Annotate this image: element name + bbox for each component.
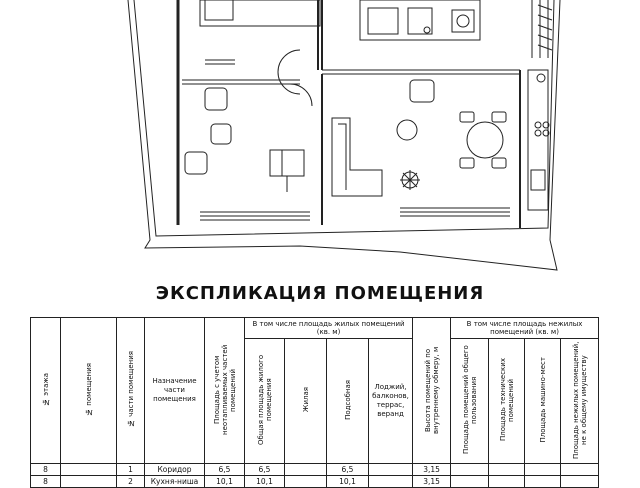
col-parking-header: Площадь машино-мест: [524, 338, 562, 464]
col-living-header: Жилая: [284, 338, 327, 464]
cell-total-with-nonheated: 6,5: [204, 463, 245, 476]
cell-common-use: [450, 475, 490, 488]
nonresidential-group-header: В том числе площадь нежилых помещений (к…: [450, 317, 600, 339]
cell-nonresidential-common: [560, 475, 600, 488]
cell-premise: [60, 475, 117, 488]
cell-nonresidential-common: [560, 463, 600, 476]
cell-living: [284, 475, 327, 488]
cell-loggias: [367, 463, 414, 476]
cell-part: 2: [116, 475, 145, 488]
col-premise-header: № помещения: [60, 317, 117, 464]
cell-loggias: [367, 475, 414, 488]
cell-technical: [488, 475, 526, 488]
cell-total-residential: 10,1: [244, 475, 285, 488]
cell-auxiliary: 6,5: [326, 463, 369, 476]
explication-heading: ЭКСПЛИКАЦИЯ ПОМЕЩЕНИЯ: [155, 283, 485, 304]
col-common-use-header: Площадь помещений общего пользования: [450, 338, 490, 464]
cell-total-with-nonheated: 10,1: [204, 475, 245, 488]
cell-part: 1: [116, 463, 145, 476]
cell-auxiliary: 10,1: [326, 475, 369, 488]
cell-purpose: Коридор: [144, 463, 205, 476]
explication-table: № этажа № помещения № части помещения На…: [30, 317, 600, 488]
col-total-with-nonheated-header: Площадь с учетом неотапливаемых частей п…: [204, 317, 245, 464]
col-loggias-header: Лоджий, балконов, террас, веранд: [367, 338, 414, 464]
col-part-header: № части помещения: [116, 317, 145, 464]
cell-living: [284, 463, 327, 476]
col-nonresidential-common-header: Площадь нежилых помещений, не к общему и…: [560, 338, 600, 464]
col-total-residential-header: Общая площадь жилого помещения: [244, 338, 285, 464]
col-auxiliary-header: Подсобная: [326, 338, 369, 464]
cell-parking: [524, 475, 562, 488]
residential-group-header: В том числе площадь жилых помещений (кв.…: [243, 317, 414, 339]
table-row: 8 1 Коридор 6,5 6,5 6,5 3,15: [30, 463, 600, 476]
cell-height: 3,15: [412, 475, 452, 488]
col-purpose-header: Назначение части помещения: [144, 317, 205, 464]
cell-total-residential: 6,5: [244, 463, 285, 476]
cell-purpose: Кухня-ниша: [144, 475, 205, 488]
cell-parking: [524, 463, 562, 476]
col-height-header: Высота помещений по внутреннему обмеру, …: [412, 317, 452, 464]
cell-height: 3,15: [412, 463, 452, 476]
cell-floor: 8: [30, 463, 61, 476]
col-floor-header: № этажа: [30, 317, 61, 464]
plan-outline: [127, 0, 561, 271]
table-row: 8 2 Кухня-ниша 10,1 10,1 10,1 3,15: [30, 475, 600, 488]
cell-common-use: [450, 463, 490, 476]
cell-premise: [60, 463, 117, 476]
cell-floor: 8: [30, 475, 61, 488]
floor-plan: [127, 0, 561, 271]
cell-technical: [488, 463, 526, 476]
col-technical-header: Площадь технических помещений: [488, 338, 526, 464]
